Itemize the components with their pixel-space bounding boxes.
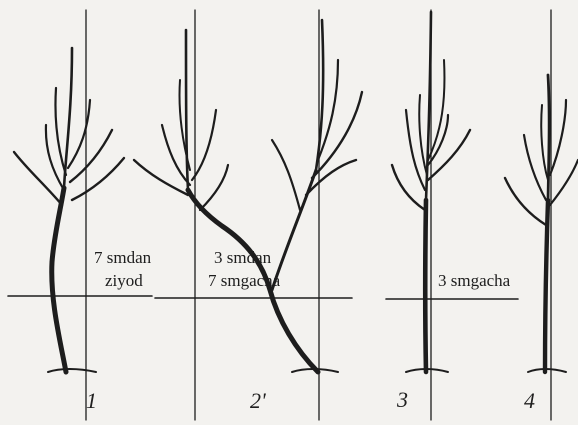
tree-1-branch: [14, 152, 62, 205]
tree-number-4: 4: [524, 388, 535, 414]
tree-3: [386, 10, 518, 420]
tree-2: [134, 10, 362, 420]
tree-1-ground: [48, 369, 96, 372]
label-3-to-7-line1: 3 smdan: [214, 248, 271, 267]
tree-4-leader: [548, 75, 549, 200]
tree-2-branch: [134, 160, 188, 195]
tree-1-branch: [55, 88, 66, 175]
tree-2-branch: [272, 140, 300, 210]
tree-4: [505, 10, 578, 420]
tree-2-branch: [200, 165, 228, 210]
tree-number-2: 2': [250, 388, 266, 414]
tree-3-branch: [392, 165, 425, 210]
tree-1-branch: [68, 100, 90, 168]
tree-2-branch: [179, 80, 190, 170]
tree-4-branch: [550, 100, 566, 175]
tree-1: [8, 10, 152, 420]
tree-1-trunk: [52, 188, 66, 372]
label-over-7-line2: ziyod: [105, 271, 143, 290]
tree-2-branch: [186, 30, 188, 190]
tree-number-1: 1: [86, 388, 97, 414]
tree-3-branch: [419, 95, 427, 175]
tree-4-branch: [541, 105, 548, 180]
label-3-to-7-line2: 7 smgacha: [208, 271, 280, 290]
label-under-3: 3 smgacha: [438, 271, 510, 290]
tree-3-trunk: [425, 200, 426, 372]
tree-1-branch: [72, 158, 124, 200]
tree-number-3: 3: [397, 387, 408, 413]
label-over-7-line1: 7 smdan: [94, 248, 151, 267]
tree-4-branch: [505, 178, 546, 225]
